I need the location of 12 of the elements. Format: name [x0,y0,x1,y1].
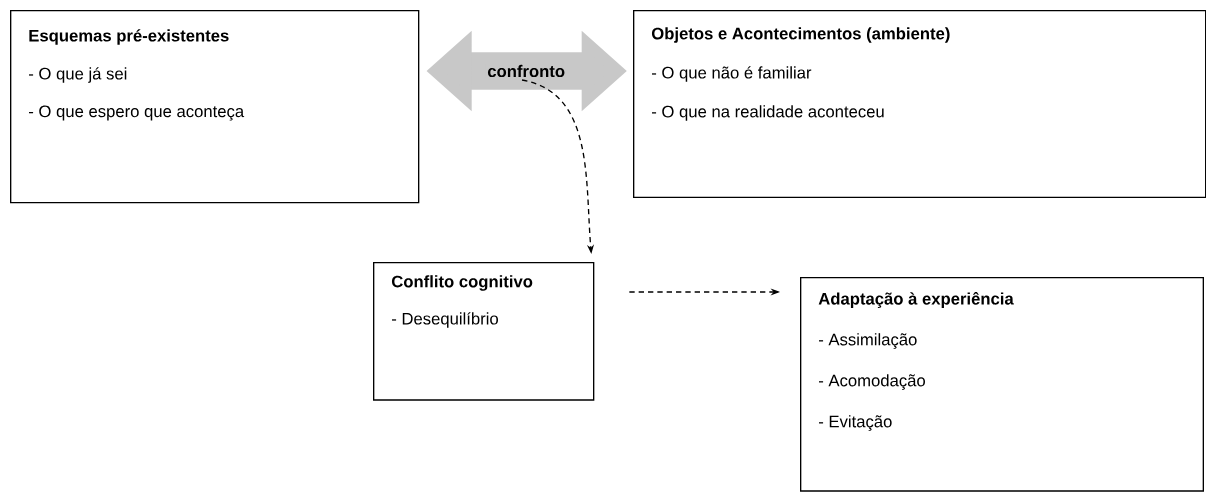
list-item: - O que não é familiar [652,66,812,82]
box-heading: Conflito cognitivo [391,275,533,291]
box-heading: Esquemas pré-existentes [29,29,229,45]
box-heading: Objetos e Acontecimentos (ambiente) [651,27,950,43]
list-item: - O que na realidade aconteceu [652,105,884,121]
list-item: - O que espero que aconteça [29,105,245,121]
list-item: - Acomodação [819,374,925,390]
box-heading: Adaptação à experiência [818,292,1014,308]
list-item: - Desequilíbrio [392,312,498,328]
list-item: - Assimilação [819,333,917,349]
list-item: - O que já sei [29,67,127,83]
list-item: - Evitação [819,415,892,431]
